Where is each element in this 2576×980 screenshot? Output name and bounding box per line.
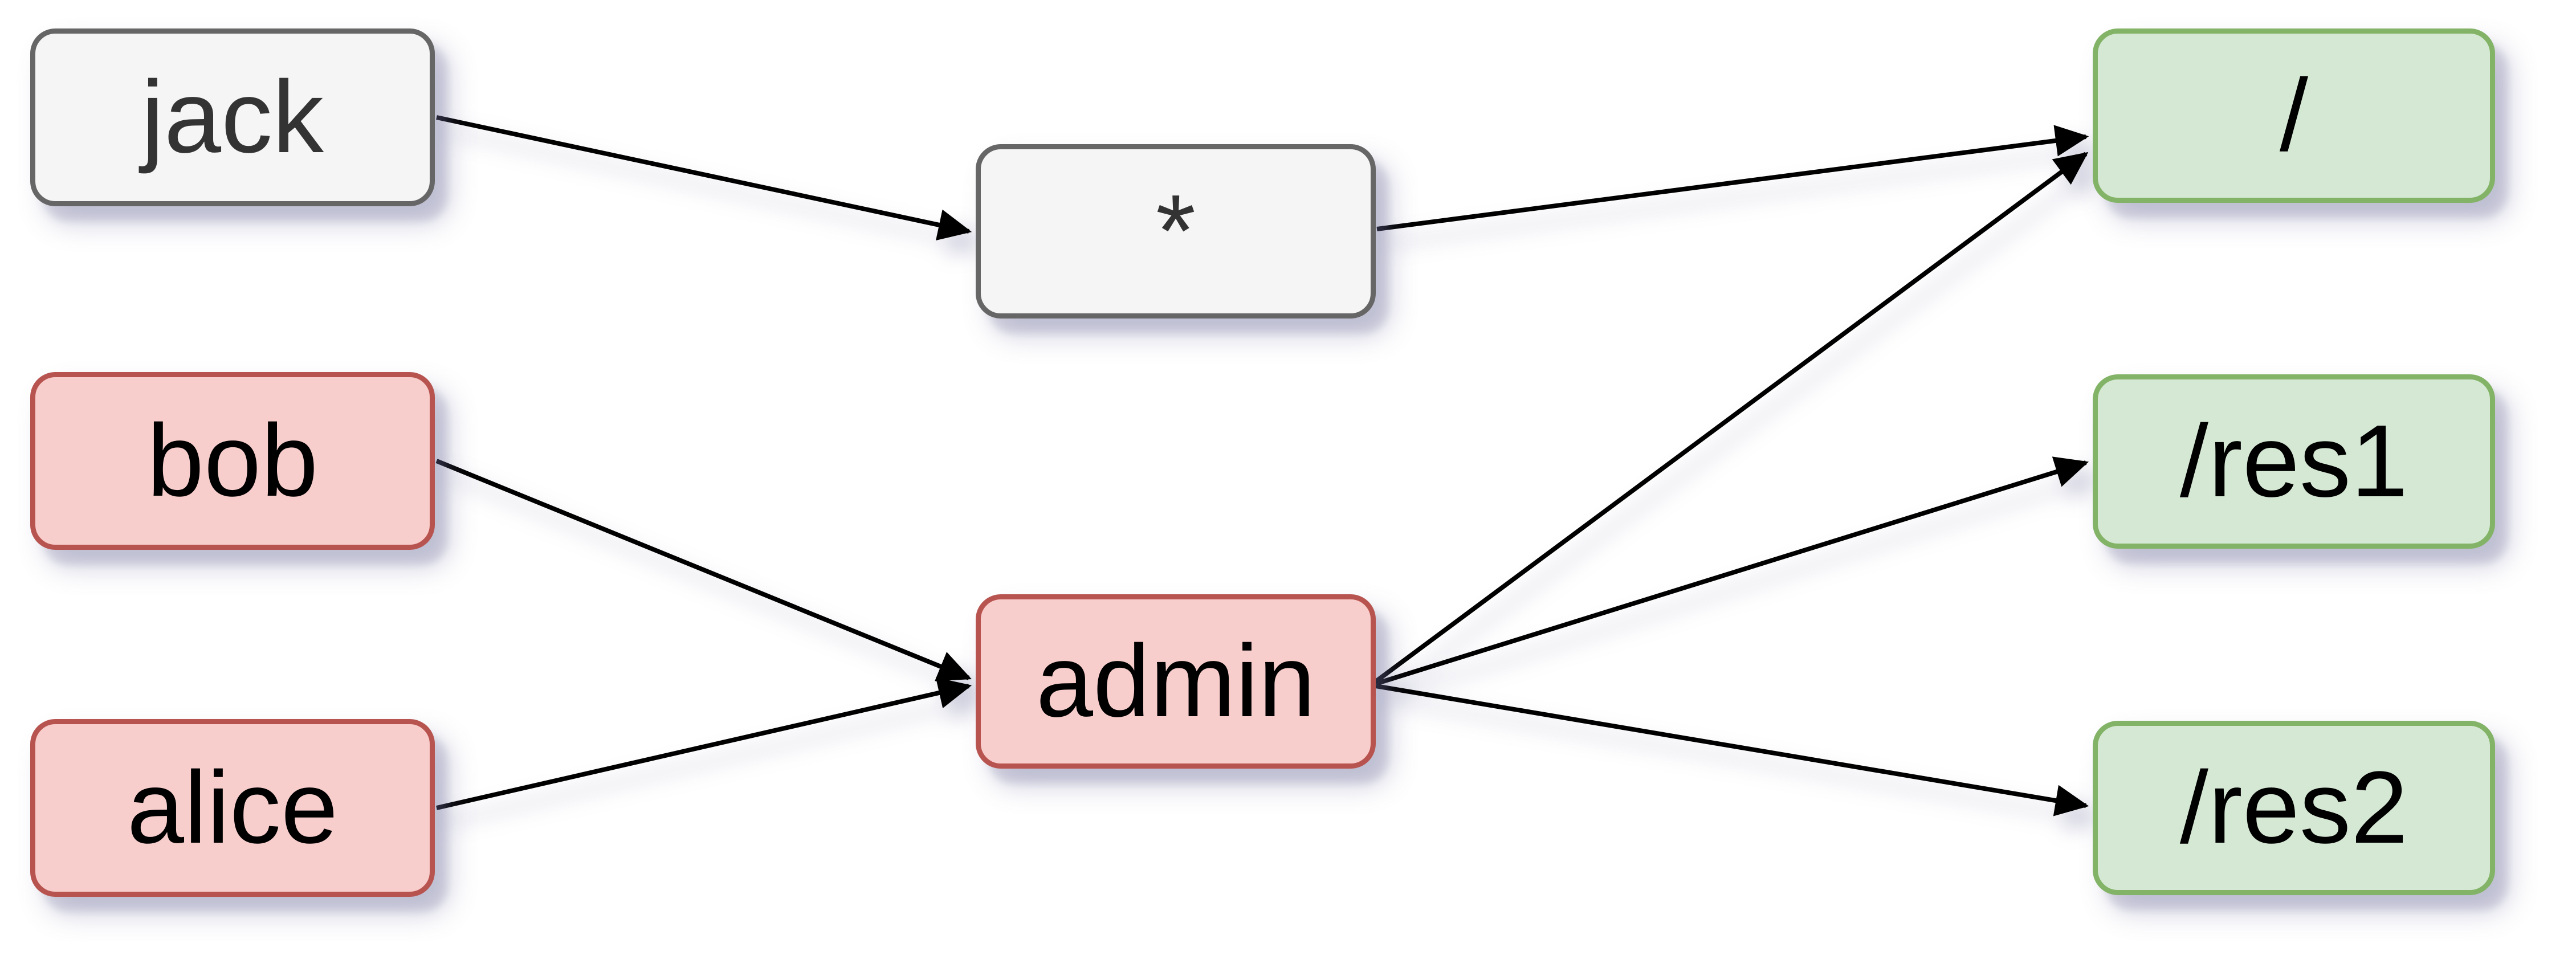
node-alice: alice	[30, 719, 435, 897]
node-res2-label: /res2	[2179, 750, 2408, 865]
node-bob: bob	[30, 372, 435, 550]
edge-admin-to-res2	[1375, 684, 2089, 816]
node-res1-label: /res1	[2179, 404, 2408, 518]
node-star: *	[976, 144, 1376, 318]
node-bob-label: bob	[146, 403, 319, 518]
node-admin: admin	[976, 594, 1376, 769]
edge-bob-to-admin	[435, 459, 972, 681]
node-res2: /res2	[2093, 721, 2495, 895]
edge-group	[435, 115, 2089, 816]
node-star-label: *	[1155, 174, 1196, 288]
node-alice-label: alice	[127, 750, 339, 865]
node-root: /	[2093, 28, 2495, 203]
node-admin-label: admin	[1036, 624, 1316, 738]
edge-alice-to-admin	[436, 677, 972, 810]
node-res1: /res1	[2093, 374, 2495, 549]
edge-admin-to-root	[1374, 152, 2089, 684]
edge-admin-to-res1	[1375, 456, 2089, 686]
edge-jack-to-star	[436, 115, 972, 240]
node-jack: jack	[30, 28, 435, 206]
node-root-label: /	[2279, 58, 2308, 173]
edge-star-to-root	[1376, 125, 2089, 231]
node-jack-label: jack	[141, 60, 324, 174]
